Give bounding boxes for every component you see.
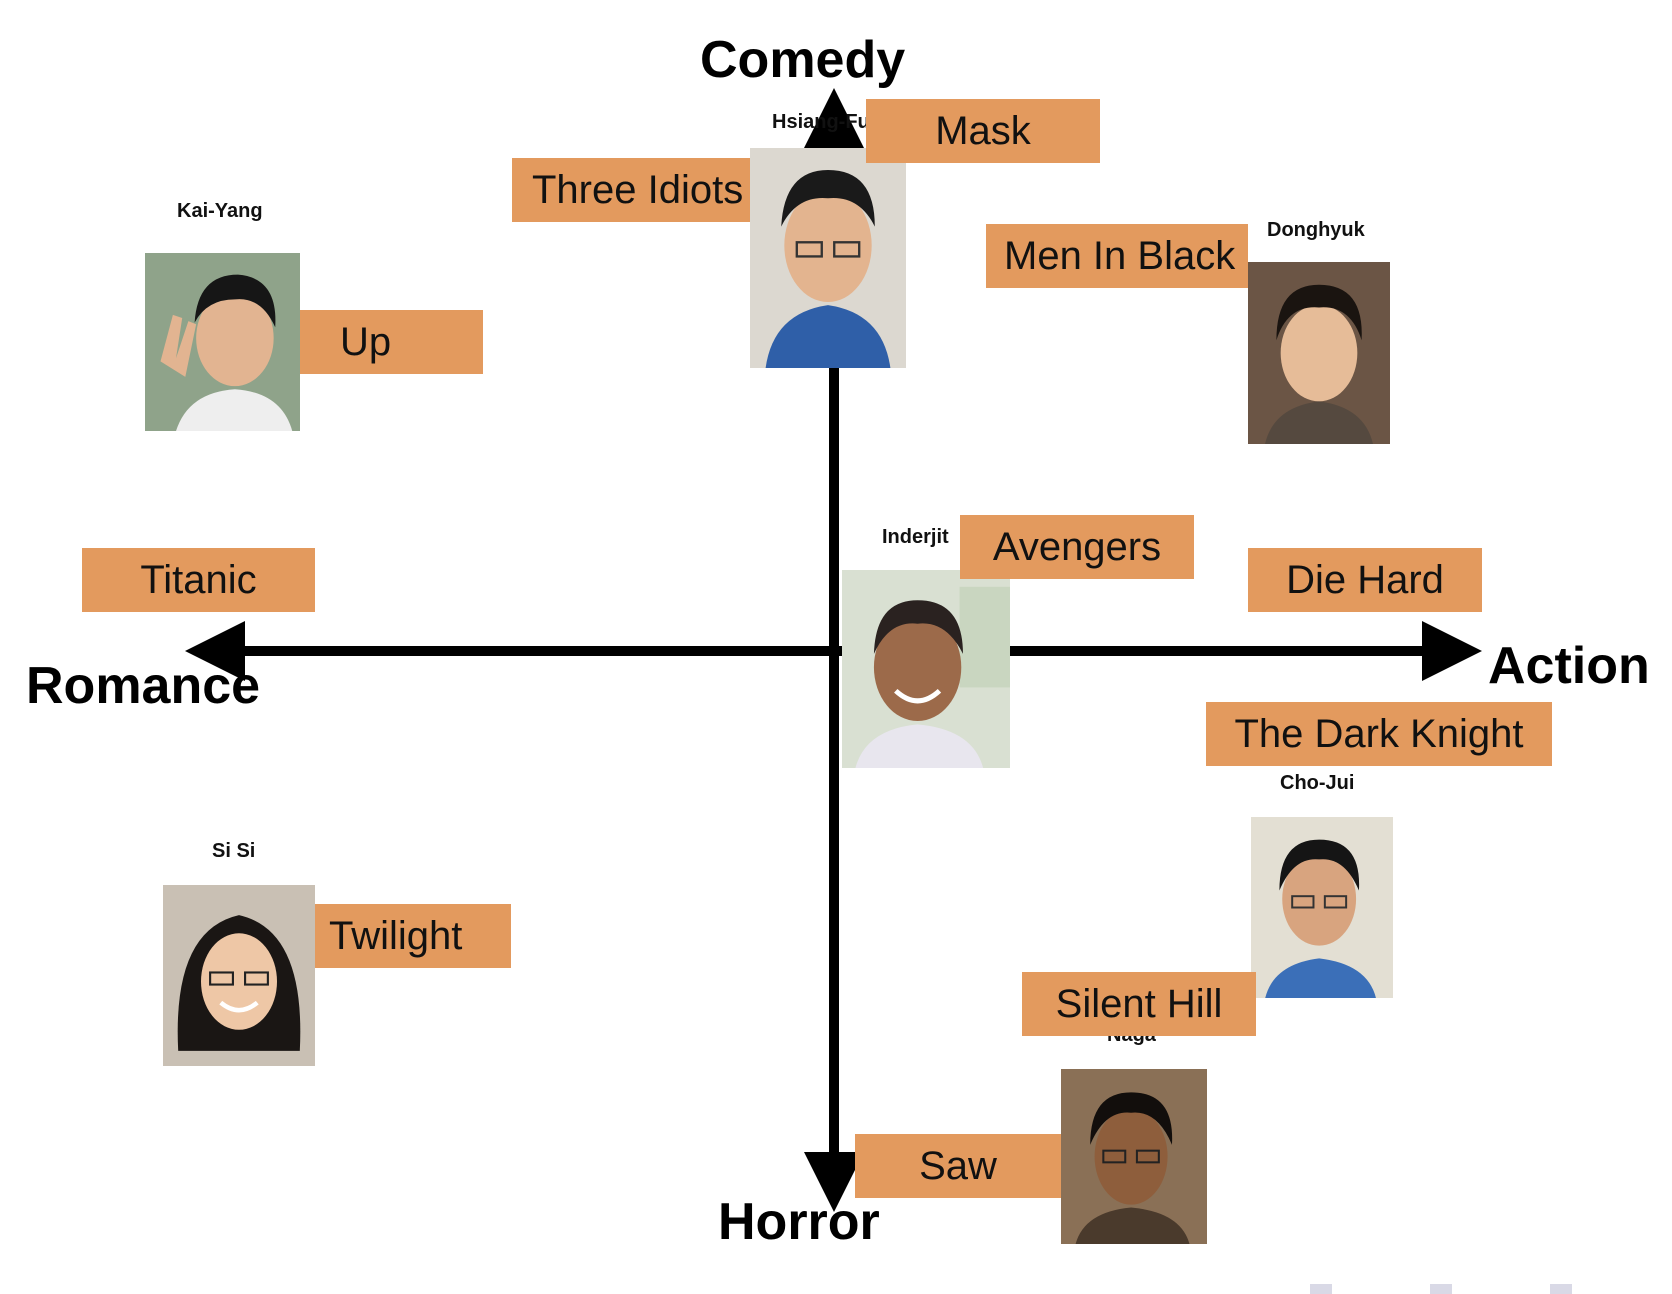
photo-kai-yang bbox=[145, 253, 300, 431]
movie-saw: Saw bbox=[855, 1134, 1061, 1198]
photo-donghyuk bbox=[1248, 262, 1390, 444]
movie-silent-hill: Silent Hill bbox=[1022, 972, 1256, 1036]
photo-inderjit bbox=[842, 570, 1010, 768]
person-name-cho-jui: Cho-Jui bbox=[1280, 772, 1355, 794]
movie-avengers: Avengers bbox=[960, 515, 1194, 579]
axis-label-action: Action bbox=[1488, 637, 1650, 695]
person-name-inderjit: Inderjit bbox=[882, 526, 949, 548]
photo-si-si bbox=[163, 885, 315, 1066]
person-name-kai-yang: Kai-Yang bbox=[177, 200, 263, 222]
movie-three-idiots: Three Idiots bbox=[512, 158, 750, 222]
photo-naga bbox=[1061, 1069, 1207, 1244]
axis-label-comedy: Comedy bbox=[700, 31, 906, 89]
movie-die-hard: Die Hard bbox=[1248, 548, 1482, 612]
movie-titanic: Titanic bbox=[82, 548, 315, 612]
movie-men-in-black: Men In Black bbox=[986, 224, 1248, 288]
movie-mask: Mask bbox=[866, 99, 1100, 163]
photo-hsiang-fu bbox=[750, 148, 906, 368]
movie-up: Up bbox=[300, 310, 483, 374]
movie-twilight: Twilight bbox=[315, 904, 511, 968]
photo-cho-jui bbox=[1251, 817, 1393, 998]
person-name-donghyuk: Donghyuk bbox=[1267, 219, 1365, 241]
movie-the-dark-knight: The Dark Knight bbox=[1206, 702, 1552, 766]
axis-label-horror: Horror bbox=[718, 1193, 880, 1251]
person-name-hsiang-fu: Hsiang-Fu bbox=[772, 111, 870, 133]
axis-label-romance: Romance bbox=[26, 657, 261, 715]
person-name-si-si: Si Si bbox=[212, 840, 256, 862]
footer-decoration bbox=[1300, 1284, 1600, 1294]
